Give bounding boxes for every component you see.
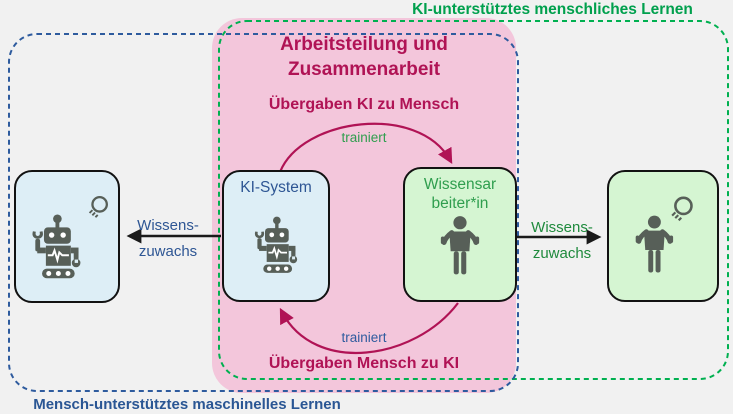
left-arrow-label-line2: zuwachs <box>138 243 198 260</box>
left-arrow-label-line1: Wissens- <box>137 217 199 234</box>
robot-icon <box>254 216 298 273</box>
ki-system-box: KI-System <box>222 170 330 302</box>
lightbulb-icon <box>88 195 108 218</box>
knowledge-worker-box: Wissensar beiter*in <box>403 167 517 302</box>
trainiert-bottom-label: trainiert <box>341 330 387 345</box>
handover-ki-to-mensch-label: Übergaben KI zu Mensch <box>268 96 460 113</box>
ki-supported-learning-label: KI-unterstütztes menschliches Lernen <box>412 1 693 18</box>
learning-ki-box <box>14 170 120 303</box>
ki-system-label: KI-System <box>240 179 312 196</box>
person-icon <box>440 216 480 275</box>
knowledge-worker-label-line1: Wissensar <box>423 176 497 193</box>
right-arrow-label-line1: Wissens- <box>531 219 593 236</box>
knowledge-worker-label: Wissensar beiter*in <box>424 175 496 213</box>
panel-title-line2: Zusammenarbeit <box>287 59 441 80</box>
person-lightbulb-icon <box>635 196 693 273</box>
right-arrow-label-line2: zuwachs <box>532 245 592 262</box>
trainiert-top-label: trainiert <box>341 130 387 145</box>
handover-mensch-to-ki-label: Übergaben Mensch zu KI <box>268 355 460 372</box>
lightbulb-icon <box>671 196 693 222</box>
learning-human-box <box>607 170 719 302</box>
robot-lightbulb-icon <box>32 195 108 278</box>
panel-title: Arbeitsteilung und Zusammenarbeit <box>232 32 496 82</box>
knowledge-worker-label-line2: beiter*in <box>431 195 489 212</box>
human-supported-learning-label: Mensch-unterstütztes maschinelles Lernen <box>33 396 341 413</box>
panel-title-line1: Arbeitsteilung und <box>280 34 448 55</box>
